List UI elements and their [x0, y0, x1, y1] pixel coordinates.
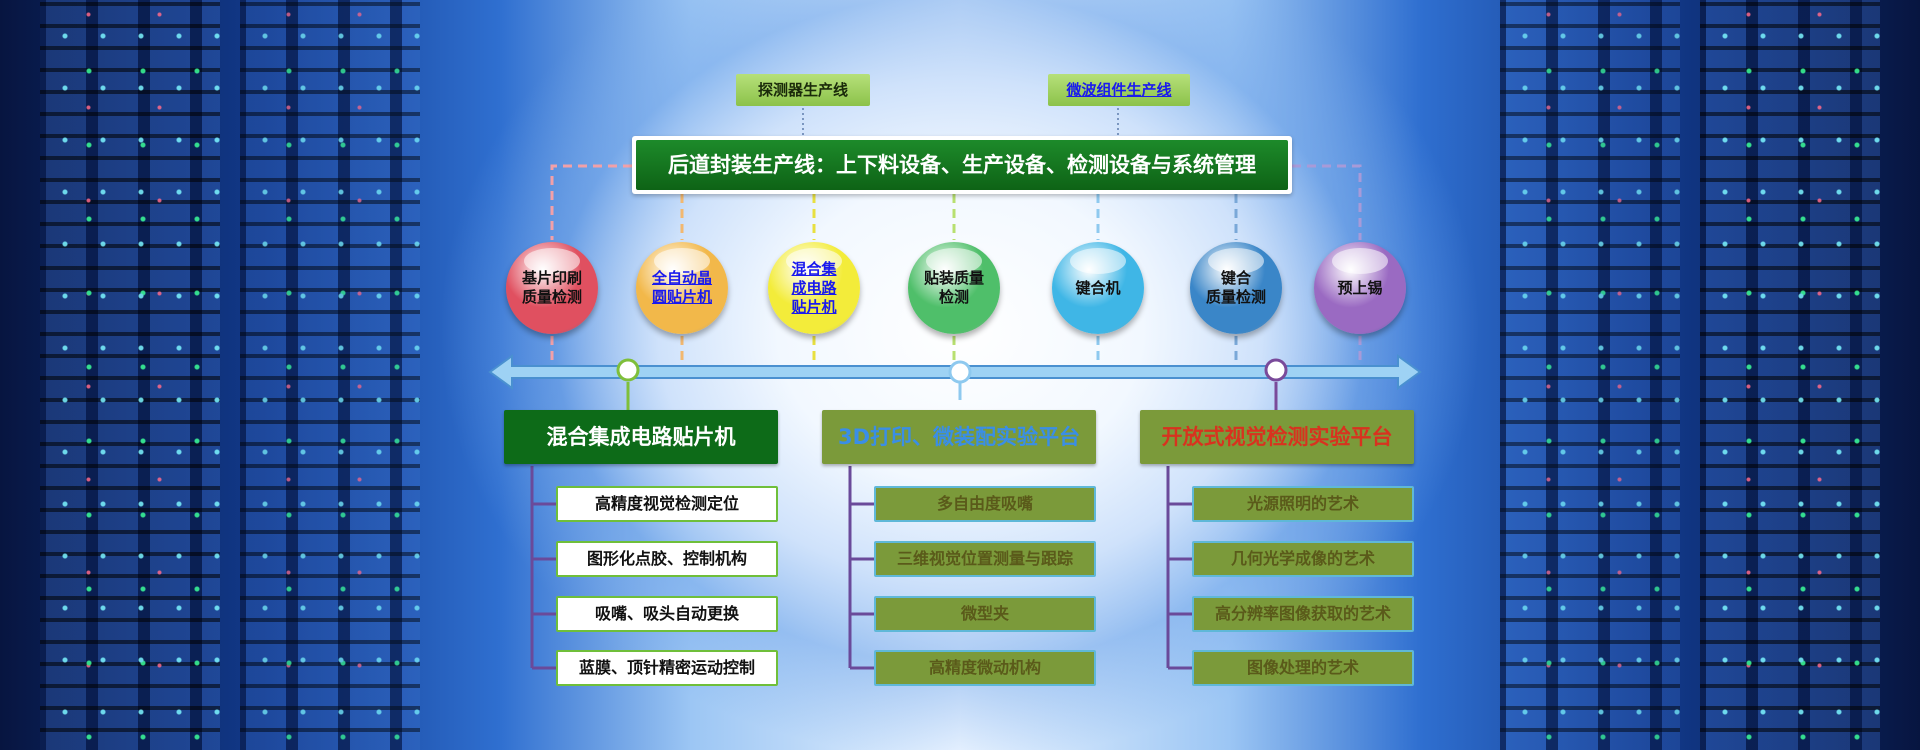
server-rack-right-inner	[1500, 0, 1680, 750]
ball-label: 键合机	[1075, 278, 1121, 297]
ball-label: 贴装质量检测	[923, 269, 984, 306]
server-rack-left-inner	[240, 0, 420, 750]
item-3d-vision-tracking: 三维视觉位置测量与跟踪	[874, 541, 1096, 577]
item-micro-motion: 高精度微动机构	[874, 650, 1096, 686]
ball-wafer-die-bonder[interactable]: 全自动晶圆贴片机	[636, 242, 728, 334]
ball-substrate-print-inspection: 基片印刷质量检测	[506, 242, 598, 334]
item-optics-art: 几何光学成像的艺术	[1192, 541, 1414, 577]
item-image-processing-art: 图像处理的艺术	[1192, 650, 1414, 686]
item-high-res-art: 高分辨率图像获取的艺术	[1192, 596, 1414, 632]
category-open-vision-inspection: 开放式视觉检测实验平台	[1140, 410, 1414, 464]
item-lighting-art: 光源照明的艺术	[1192, 486, 1414, 522]
item-micro-gripper: 微型夹	[874, 596, 1096, 632]
ball-wire-bonder: 键合机	[1052, 242, 1144, 334]
ball-label: 预上锡	[1337, 278, 1383, 297]
server-rack-left-outer	[40, 0, 220, 750]
item-vision-positioning: 高精度视觉检测定位	[556, 486, 778, 522]
ball-placement-inspection: 贴装质量检测	[908, 242, 1000, 334]
ball-bond-inspection: 键合质量检测	[1190, 242, 1282, 334]
ball-label: 键合质量检测	[1205, 269, 1266, 306]
ball-pre-tinning: 预上锡	[1314, 242, 1406, 334]
item-dispensing-control: 图形化点胶、控制机构	[556, 541, 778, 577]
tag-detector-line: 探测器生产线	[736, 74, 870, 106]
ball-hybrid-ic-placer[interactable]: 混合集成电路贴片机	[768, 242, 860, 334]
category-hybrid-ic-placer: 混合集成电路贴片机	[504, 410, 778, 464]
server-rack-right-outer	[1700, 0, 1880, 750]
ball-label: 基片印刷质量检测	[521, 269, 582, 306]
item-motion-control: 蓝膜、顶针精密运动控制	[556, 650, 778, 686]
item-multi-dof-nozzle: 多自由度吸嘴	[874, 486, 1096, 522]
ball-label: 全自动晶圆贴片机	[651, 269, 712, 306]
main-banner-title: 后道封装生产线：上下料设备、生产设备、检测设备与系统管理	[636, 140, 1288, 190]
item-nozzle-change: 吸嘴、吸头自动更换	[556, 596, 778, 632]
ball-label: 混合集成电路贴片机	[791, 259, 837, 316]
category-3d-print-microassembly: 3D打印、微装配实验平台	[822, 410, 1096, 464]
tag-microwave-line[interactable]: 微波组件生产线	[1048, 74, 1190, 106]
main-banner: 后道封装生产线：上下料设备、生产设备、检测设备与系统管理	[632, 136, 1292, 194]
